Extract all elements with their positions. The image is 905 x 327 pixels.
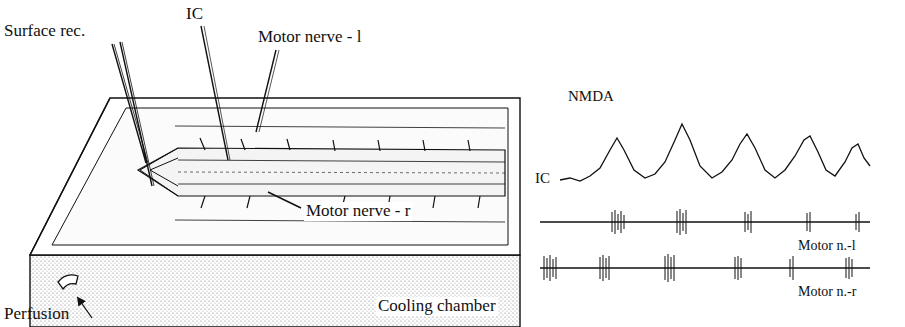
trace-label: Motor n.-r — [796, 284, 858, 299]
trace-label: Motor n.-l — [796, 238, 858, 253]
recording-traces — [540, 124, 870, 282]
electrodes — [112, 26, 301, 208]
condition-label: NMDA — [566, 88, 616, 105]
electrode-label: IC — [184, 5, 205, 24]
electrode-label: Surface rec. — [2, 22, 87, 41]
cooling-chamber — [30, 98, 520, 327]
nerve-label: Motor nerve - r — [304, 202, 412, 221]
ic-trace — [560, 124, 870, 181]
motor-r-bursts — [544, 254, 852, 282]
trace-label: IC — [533, 170, 552, 187]
inlet-label: Perfusion — [2, 305, 71, 324]
nerve-label: Motor nerve - l — [256, 28, 363, 47]
motor-l-trace — [540, 221, 870, 223]
spinal-cord-preparation — [138, 126, 505, 222]
motor-l-bursts — [612, 209, 859, 235]
motor-r-trace — [540, 267, 870, 269]
chamber-label: Cooling chamber — [376, 297, 498, 316]
